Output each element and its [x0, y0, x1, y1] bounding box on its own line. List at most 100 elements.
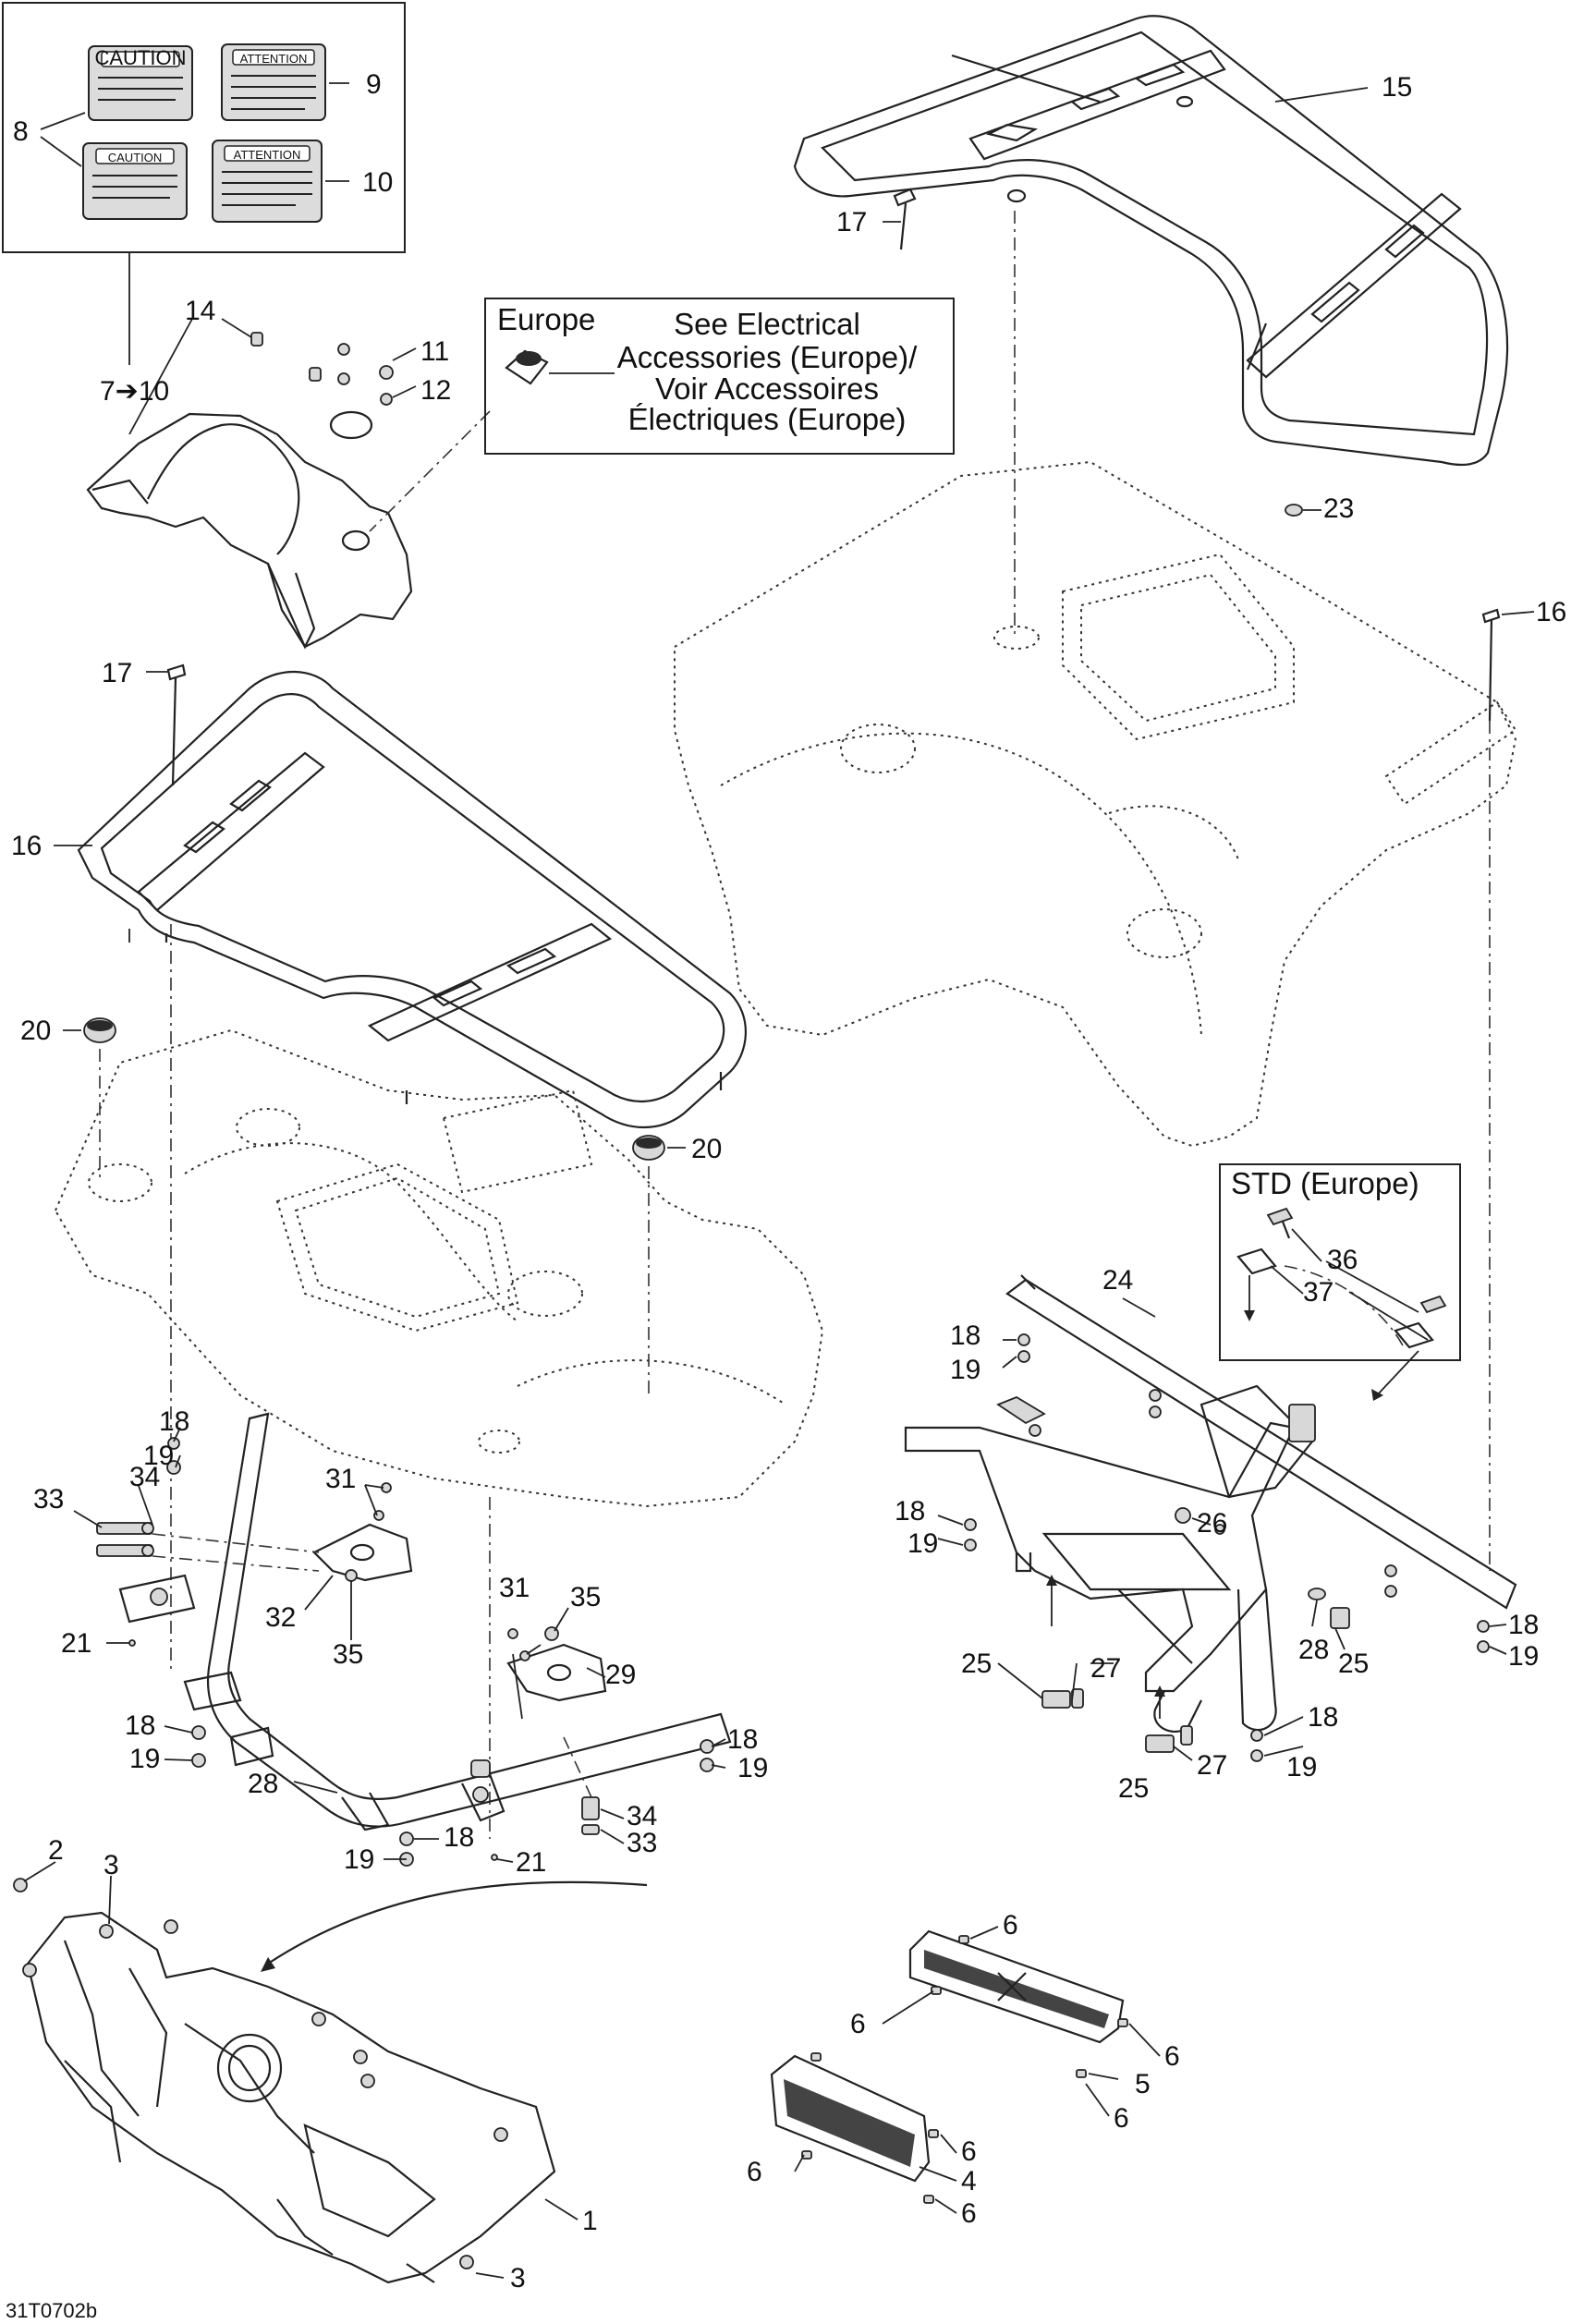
- callout-15: 16: [11, 831, 42, 861]
- grille-clips: [801, 1935, 1128, 2204]
- callout-18-rear-a: 18: [950, 1320, 980, 1351]
- callout-18-front-d: 18: [444, 1822, 474, 1853]
- front-rack: [77, 670, 748, 1128]
- callout-4: 4: [961, 2166, 977, 2196]
- callout-19-rear-a: 19: [950, 1355, 980, 1385]
- decal-caution-upper: CAUTION: [88, 45, 193, 121]
- callout-36: 36: [1327, 1245, 1358, 1275]
- decal-inset: CAUTION ATTENTION CAUTION ATTENTION: [2, 2, 406, 253]
- decal-caution-title-2: CAUTION: [108, 151, 163, 164]
- europe-note-line-2: Accessories (Europe)/: [617, 340, 918, 374]
- callout-37: 37: [1303, 1277, 1334, 1308]
- fender-plug-20-left: [83, 1017, 116, 1043]
- callout-2: 2: [48, 1835, 64, 1866]
- decal-attention-upper: ATTENTION: [221, 43, 326, 121]
- europe-note-line-1: See Electrical: [674, 307, 860, 341]
- callout-19-rear-d: 19: [1286, 1752, 1317, 1783]
- callout-19-rear-b: 19: [907, 1528, 938, 1559]
- callout-5: 5: [1135, 2069, 1151, 2099]
- callout-28-upper: 27: [1090, 1653, 1121, 1684]
- callout-20-left: 20: [20, 1016, 51, 1046]
- callout-range-7-10: 7➔10: [100, 376, 169, 407]
- callout-19-front-d: 19: [344, 1844, 374, 1875]
- callout-30: 29: [605, 1660, 636, 1690]
- callout-9: 9: [366, 69, 382, 100]
- callout-6-b: 6: [850, 2009, 866, 2039]
- rack-bolt-upper: [893, 188, 917, 250]
- callout-11: 11: [420, 336, 449, 367]
- callout-21-front-a: 21: [61, 1628, 91, 1659]
- callout-16: 16: [1536, 597, 1566, 627]
- callout-6-a: 6: [1003, 1910, 1018, 1941]
- frame-bracket-32: [312, 1523, 413, 1582]
- callout-20-right: 20: [691, 1134, 722, 1164]
- callout-35-front-a: 35: [333, 1639, 363, 1670]
- callout-31-front-a: 31: [325, 1464, 356, 1494]
- europe-note-box: Europe See Electrical Accessories (Europ…: [484, 298, 955, 455]
- callout-19-front-c: 19: [737, 1753, 768, 1783]
- callout-13: 14: [185, 296, 215, 326]
- callout-28-lower: 27: [1197, 1750, 1227, 1781]
- decal-attention-lower: ATTENTION: [212, 140, 323, 223]
- callout-10: 10: [362, 167, 393, 198]
- rear-rack: [793, 15, 1509, 467]
- callout-31-front-b: 31: [499, 1573, 530, 1603]
- callout-25: 25: [1338, 1649, 1369, 1679]
- upper-grille: [908, 1929, 1125, 2044]
- europe-note-line-3: Voir Accessoires: [655, 371, 879, 406]
- rear-fender: [674, 460, 1517, 1148]
- console-hardware: [250, 332, 394, 406]
- callout-33-front-a: 33: [33, 1484, 64, 1515]
- callout-23: 24: [1102, 1265, 1133, 1296]
- callout-34-front-a: 34: [129, 1462, 160, 1492]
- callout-32: 32: [265, 1602, 296, 1633]
- callout-29: 28: [248, 1769, 278, 1799]
- fender-plug-22: [1285, 504, 1303, 517]
- callout-3-upper: 3: [104, 1850, 119, 1880]
- callout-6-g: 6: [961, 2198, 977, 2229]
- callout-34-front-b: 34: [627, 1801, 657, 1831]
- callout-6-d: 6: [1114, 2103, 1129, 2134]
- frame-bracket-30: [506, 1643, 607, 1702]
- std-box-title: STD (Europe): [1231, 1166, 1419, 1200]
- callout-1: 1: [582, 2206, 598, 2236]
- bumper-clips: [13, 1878, 508, 2269]
- rear-bumper-frame: [904, 1274, 1517, 1733]
- callout-27: 28: [1298, 1635, 1329, 1665]
- callout-18-rear-c: 18: [1508, 1610, 1539, 1640]
- decal-caution-title: CAUTION: [95, 46, 187, 69]
- rear-frame-hardware: [964, 1333, 1490, 1762]
- europe-accessory-cap: [505, 349, 615, 385]
- std-europe-box: STD (Europe): [1219, 1163, 1461, 1401]
- callout-33-front-b: 33: [627, 1828, 657, 1858]
- callout-18-front-c: 18: [727, 1724, 758, 1755]
- drawing-code: 31T0702b: [6, 2299, 97, 2322]
- callout-18-front-b: 18: [125, 1710, 155, 1741]
- callout-26: 26: [1197, 1508, 1227, 1539]
- front-frame-hardware: [96, 1437, 714, 1867]
- callout-35-front-b: 35: [570, 1582, 601, 1612]
- center-console: [86, 410, 413, 650]
- callout-19-rear-c: 19: [1508, 1641, 1539, 1672]
- callout-18-rear-d: 18: [1308, 1702, 1338, 1733]
- callout-6-c: 6: [1164, 2041, 1180, 2072]
- callout-12: 12: [420, 375, 451, 406]
- lower-grille: [770, 2054, 931, 2183]
- decal-attention-title-2: ATTENTION: [234, 148, 301, 162]
- callout-3-lower: 3: [510, 2263, 526, 2294]
- decal-caution-lower: CAUTION: [82, 142, 188, 220]
- europe-box-title: Europe: [497, 302, 595, 336]
- front-bumper-cover: [26, 1911, 556, 2284]
- callout-18-front-a: 18: [159, 1406, 189, 1437]
- callout-14: 15: [1382, 72, 1412, 103]
- callout-8: 8: [13, 116, 29, 147]
- callout-6-e: 6: [961, 2136, 977, 2167]
- callout-17-upper: 17: [836, 207, 867, 237]
- front-bumper-frame: [183, 1412, 732, 1831]
- callout-24-upper: 25: [961, 1649, 992, 1679]
- decal-attention-title: ATTENTION: [240, 52, 308, 66]
- callout-17-lower: 17: [102, 658, 132, 688]
- callout-labels: 8 9 10 7➔10 14 11 12 15 17 23 16 17 16 2…: [6, 69, 1566, 2322]
- callout-21-front-b: 21: [516, 1847, 546, 1878]
- rack-bolt-lower: [166, 663, 187, 786]
